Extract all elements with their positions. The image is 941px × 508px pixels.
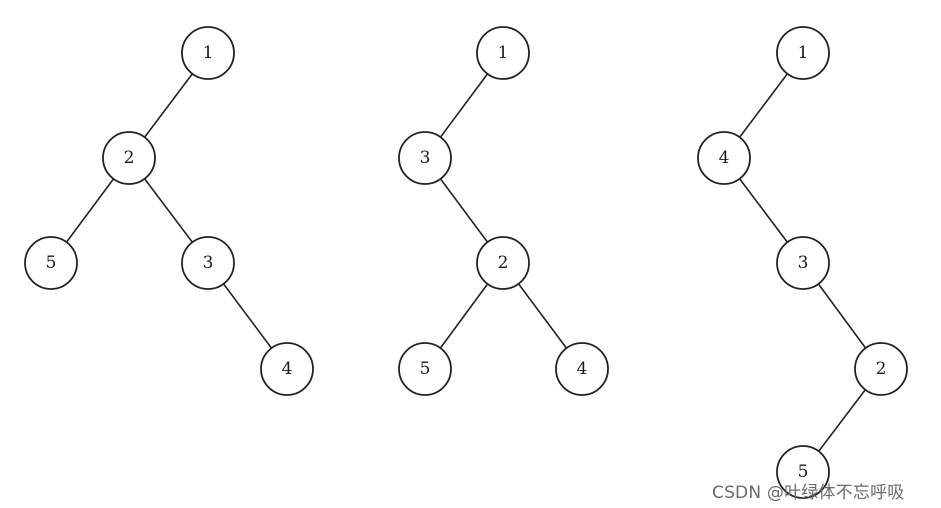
tree-2-node: 5: [398, 342, 452, 396]
tree-2-node: 3: [398, 131, 452, 185]
node-circle: [776, 445, 830, 499]
tree-1-node: 3: [181, 236, 235, 290]
node-label: 1: [798, 43, 809, 63]
tree-3-node: 4: [697, 131, 751, 185]
tree-2-node: 2: [476, 236, 530, 290]
node-label: 3: [420, 148, 431, 168]
node-circle: [476, 236, 530, 290]
node-label: 1: [498, 43, 509, 63]
tree-2-node: 4: [555, 342, 609, 396]
node-label: 4: [577, 359, 588, 379]
nodes-layer: 1 2 5 3 4 1 3 2 5 4 1 4 3 2 5: [24, 26, 908, 499]
tree-3-node: 1: [776, 26, 830, 80]
node-label: 2: [876, 359, 887, 379]
node-label: 4: [282, 359, 293, 379]
tree-3-node: 3: [776, 236, 830, 290]
node-circle: [260, 342, 314, 396]
node-circle: [102, 131, 156, 185]
node-circle: [697, 131, 751, 185]
tree-1-node: 2: [102, 131, 156, 185]
node-circle: [398, 131, 452, 185]
node-circle: [181, 236, 235, 290]
node-circle: [398, 342, 452, 396]
node-label: 5: [420, 359, 431, 379]
node-circle: [776, 26, 830, 80]
tree-1-node: 5: [24, 236, 78, 290]
watermark: CSDN @叶绿体不忘呼吸: [712, 483, 905, 503]
node-label: 1: [203, 43, 214, 63]
tree-2-node: 1: [476, 26, 530, 80]
node-label: 3: [203, 253, 214, 273]
node-circle: [854, 342, 908, 396]
node-circle: [24, 236, 78, 290]
node-circle: [555, 342, 609, 396]
node-label: 5: [798, 462, 809, 482]
node-circle: [776, 236, 830, 290]
tree-1-node: 4: [260, 342, 314, 396]
node-circle: [476, 26, 530, 80]
tree-1-node: 1: [181, 26, 235, 80]
node-circle: [181, 26, 235, 80]
node-label: 2: [498, 253, 509, 273]
node-label: 3: [798, 253, 809, 273]
tree-3-node: 5: [776, 445, 830, 499]
node-label: 5: [46, 253, 57, 273]
node-label: 4: [719, 148, 730, 168]
tree-3-node: 2: [854, 342, 908, 396]
edges-layer: [50, 52, 882, 473]
node-label: 2: [124, 148, 135, 168]
